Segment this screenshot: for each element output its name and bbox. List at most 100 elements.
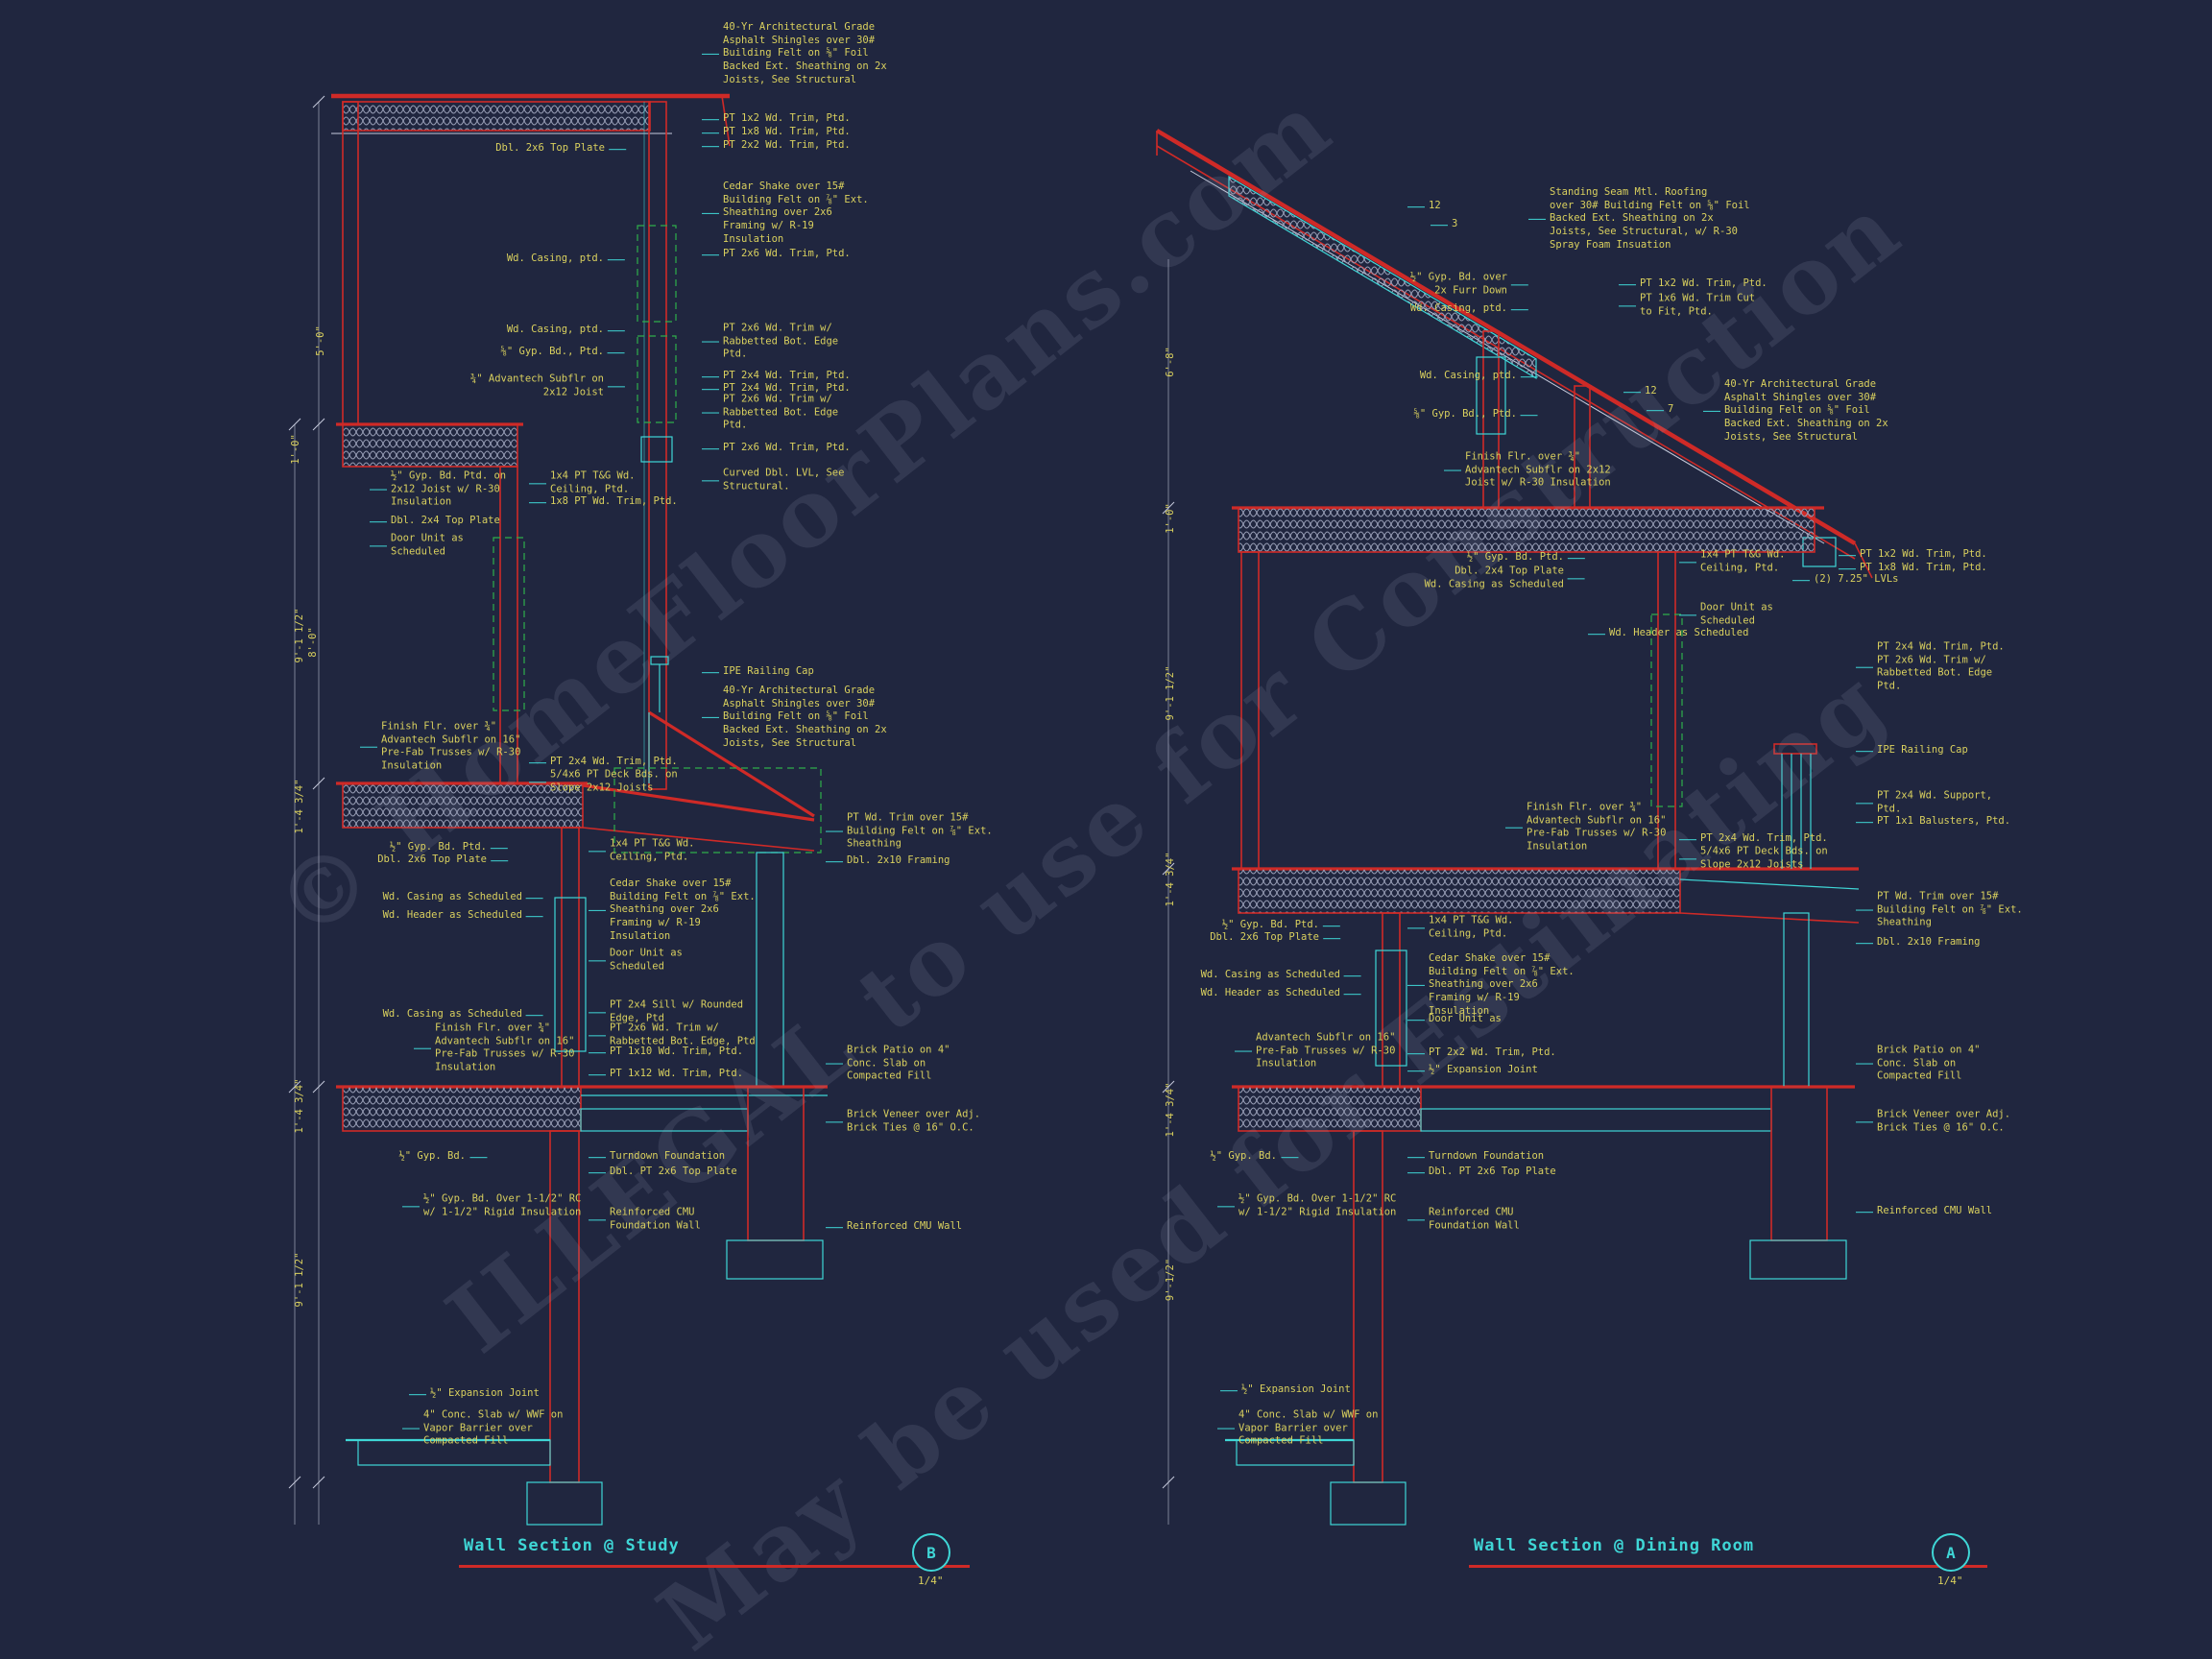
- annotation-label: ⅝" Gyp. Bd., Ptd.: [500, 346, 626, 358]
- annotation-label: PT 2x2 Wd. Trim, Ptd.: [702, 139, 851, 152]
- annotation-label: PT 1x12 Wd. Trim, Ptd.: [588, 1068, 744, 1080]
- annotation-label: PT 2x6 Wd. Trim, Ptd.: [702, 248, 851, 260]
- annotation-label: Brick Patio on 4" Conc. Slab on Compacte…: [825, 1044, 950, 1082]
- annotation-label: ½" Gyp. Bd.: [398, 1150, 487, 1163]
- annotation-label: Door Unit as: [1407, 1013, 1502, 1025]
- annotation-label: PT 2x6 Wd. Trim, Ptd.: [702, 442, 851, 454]
- annotation-label: 1x4 PT T&G Wd. Ceiling, Ptd.: [589, 837, 695, 862]
- annotation-label: Turndown Foundation: [1407, 1150, 1545, 1163]
- annotation-label: ½" Gyp. Bd. Ptd. on 2x12 Joist w/ R-30 I…: [369, 469, 507, 508]
- annotation-label: Finish Flr. over ¾" Advantech Subflr on …: [359, 720, 521, 772]
- annotation-label: 40-Yr Architectural Grade Asphalt Shingl…: [702, 20, 887, 85]
- dining-section-title: Wall Section @ Dining Room: [1474, 1536, 1755, 1555]
- annotation-label: ⅝" Gyp. Bd., Ptd.: [1413, 408, 1539, 421]
- annotation-label: 1x4 PT T&G Wd. Ceiling, Ptd.: [1407, 914, 1514, 939]
- dimension-label: 8'-0": [307, 627, 320, 658]
- annotation-label: Dbl. 2x6 Top Plate: [377, 854, 508, 866]
- annotation-label: Dbl. 2x4 Top Plate Wd. Casing as Schedul…: [1424, 565, 1586, 589]
- annotation-label: Dbl. 2x10 Framing: [1855, 936, 1981, 949]
- dining-detail-bubble[interactable]: A: [1932, 1533, 1970, 1572]
- annotation-label: Advantech Subflr on 16" Pre-Fab Trusses …: [1234, 1031, 1396, 1070]
- annotation-label: Wd. Casing, ptd.: [506, 252, 626, 265]
- annotation-label: Dbl. PT 2x6 Top Plate: [589, 1166, 737, 1178]
- annotation-label: Cedar Shake over 15# Building Felt on ⅞"…: [1407, 951, 1575, 1017]
- annotation-label: 7: [1645, 403, 1674, 416]
- annotation-label: 1x8 PT Wd. Trim, Ptd.: [529, 495, 678, 508]
- dimension-label: 6'-8": [1165, 347, 1177, 377]
- annotation-label: ½" Expansion Joint: [1220, 1383, 1351, 1396]
- annotation-label: 4" Conc. Slab w/ WWF on Vapor Barrier ov…: [401, 1408, 564, 1447]
- annotation-label: PT 1x2 Wd. Trim, Ptd.: [1839, 548, 1987, 561]
- study-detail-letter: B: [926, 1543, 936, 1562]
- annotation-label: Cedar Shake over 15# Building Felt on ⅞"…: [589, 877, 756, 942]
- annotation-label: 12: [1623, 385, 1657, 397]
- annotation-label: Wd. Header as Scheduled: [1587, 627, 1749, 639]
- annotation-label: Door Unit as Scheduled: [370, 532, 464, 557]
- dimension-label: 9'-1 1/2": [294, 608, 306, 663]
- annotation-label: Dbl. 2x6 Top Plate: [495, 142, 626, 155]
- dining-scale-label: 1/4": [1937, 1575, 1963, 1587]
- annotation-label: ½" Gyp. Bd. Ptd.: [1466, 551, 1586, 564]
- annotation-label: 12: [1407, 200, 1441, 212]
- annotation-label: Brick Patio on 4" Conc. Slab on Compacte…: [1855, 1044, 1981, 1082]
- dining-detail-letter: A: [1946, 1543, 1956, 1562]
- annotation-label: Dbl. 2x6 Top Plate: [1210, 931, 1340, 944]
- annotation-label: ½" Expansion Joint: [409, 1387, 540, 1400]
- annotation-label: Dbl. PT 2x6 Top Plate: [1407, 1166, 1556, 1178]
- annotation-label: Reinforced CMU Foundation Wall: [589, 1206, 701, 1231]
- annotation-label: PT 2x4 Wd. Trim, Ptd.: [529, 756, 678, 768]
- annotation-label: PT 2x4 Wd. Trim, Ptd.: [1679, 832, 1828, 845]
- study-section-title: Wall Section @ Study: [464, 1536, 680, 1555]
- annotation-label: PT 2x4 Wd. Support, Ptd.: [1855, 789, 1993, 814]
- annotation-label: 40-Yr Architectural Grade Asphalt Shingl…: [702, 684, 887, 749]
- annotation-label: Wd. Casing, ptd.: [1419, 370, 1539, 382]
- study-detail-bubble[interactable]: B: [912, 1533, 950, 1572]
- annotation-label: Curved Dbl. LVL, See Structural.: [701, 467, 845, 492]
- annotation-label: PT 1x1 Balusters, Ptd.: [1855, 815, 2011, 828]
- annotation-label: Door Unit as Scheduled: [589, 947, 683, 972]
- annotation-label: PT 2x4 Sill w/ Rounded Edge, Ptd: [588, 998, 744, 1023]
- annotation-label: 5/4x6 PT Deck Bds. on Slope 2x12 Joists: [1679, 845, 1828, 870]
- annotation-label: 4" Conc. Slab w/ WWF on Vapor Barrier ov…: [1216, 1408, 1379, 1447]
- annotation-label: PT Wd. Trim over 15# Building Felt on ⅞"…: [826, 811, 993, 850]
- annotation-label: PT 2x4 Wd. Trim, Ptd. PT 2x6 Wd. Trim w/…: [1856, 640, 2005, 692]
- annotation-label: ½" Expansion Joint: [1407, 1064, 1538, 1076]
- annotation-label: PT 2x2 Wd. Trim, Ptd.: [1407, 1046, 1556, 1059]
- dimension-label: 5'-0": [315, 325, 327, 356]
- annotation-label: Dbl. 2x4 Top Plate: [370, 515, 500, 527]
- annotation-label: Finish Flr. over ¾" Advantech Subflr on …: [1444, 450, 1611, 489]
- annotation-label: PT 2x6 Wd. Trim w/ Rabbetted Bot. Edge, …: [589, 1022, 756, 1046]
- dimension-label: 9'-1/2": [1165, 1258, 1177, 1302]
- annotation-label: IPE Railing Cap: [702, 665, 814, 678]
- annotation-label: Finish Flr. over ¾" Advantech Subflr on …: [1504, 801, 1667, 853]
- annotation-label: Standing Seam Mtl. Roofing over 30# Buil…: [1528, 185, 1750, 251]
- annotation-label: 3: [1429, 218, 1458, 230]
- annotation-label: Dbl. 2x10 Framing: [825, 854, 950, 867]
- annotation-label: PT 2x4 Wd. Trim, Ptd.: [702, 382, 851, 395]
- annotation-label: PT Wd. Trim over 15# Building Felt on ⅞"…: [1856, 890, 2023, 928]
- study-scale-label: 1/4": [918, 1575, 944, 1587]
- annotation-label: ½" Gyp. Bd.: [1210, 1150, 1298, 1163]
- annotation-label: Turndown Foundation: [588, 1150, 726, 1163]
- annotation-label: Wd. Header as Scheduled: [1200, 987, 1362, 999]
- annotation-label: Wd. Casing as Scheduled: [1200, 969, 1362, 981]
- annotation-label: Reinforced CMU Foundation Wall: [1407, 1206, 1520, 1231]
- dining-title-underline: [1469, 1565, 1987, 1568]
- annotation-label: PT 2x6 Wd. Trim w/ Rabbetted Bot. Edge P…: [701, 322, 839, 360]
- annotation-label: ½" Gyp. Bd. Ptd.: [389, 841, 509, 854]
- dining-linework: [1155, 129, 1873, 1526]
- annotation-label: Wd. Header as Scheduled: [382, 909, 544, 922]
- annotation-label: Reinforced CMU Wall: [1855, 1205, 1993, 1217]
- annotation-label: Wd. Casing as Scheduled: [382, 891, 544, 903]
- annotation-label: Reinforced CMU Wall: [825, 1220, 963, 1233]
- dimension-label: 1'-0": [290, 434, 302, 465]
- annotation-label: Wd. Casing, ptd.: [506, 324, 626, 336]
- annotation-label: 5/4x6 PT Deck Bds. on Slope 2x12 Joists: [529, 768, 678, 793]
- annotation-label: Brick Veneer over Adj. Brick Ties @ 16" …: [825, 1108, 981, 1133]
- dimension-label: 1'-4 3/4": [1165, 1082, 1177, 1138]
- annotation-label: PT 2x6 Wd. Trim w/ Rabbetted Bot. Edge P…: [701, 393, 839, 431]
- annotation-label: PT 1x8 Wd. Trim, Ptd.: [1839, 562, 1987, 574]
